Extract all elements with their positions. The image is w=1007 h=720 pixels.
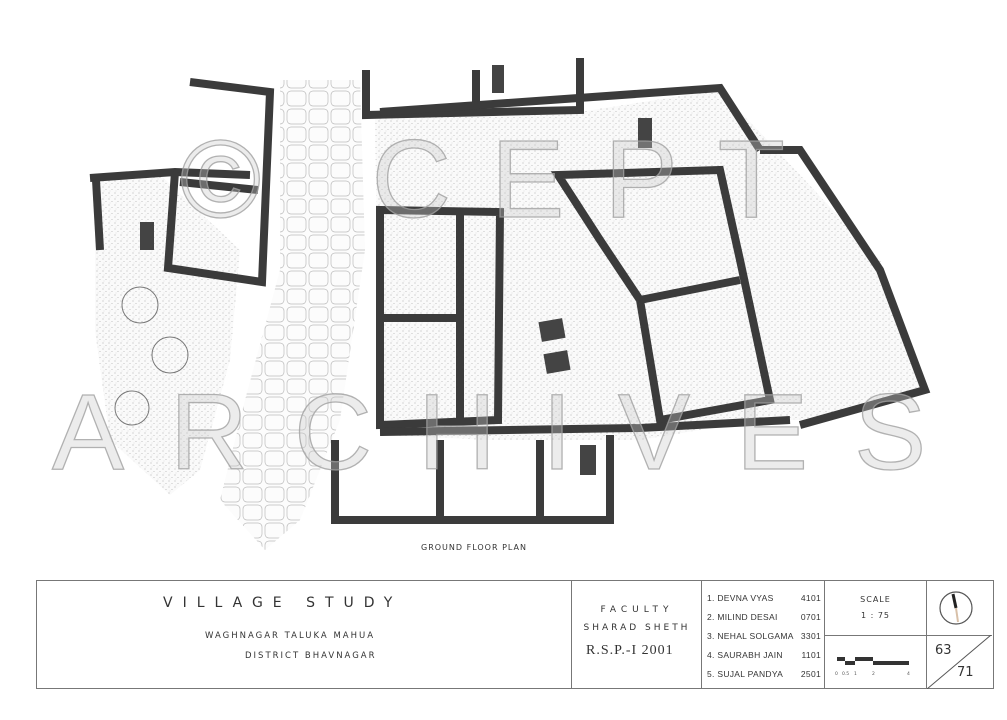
central-courtyard	[375, 90, 925, 440]
student-name: 5. SUJAL PANDYA	[707, 669, 784, 679]
student-row: 3. NEHAL SOLGAMA 3301	[707, 631, 821, 641]
sheet-total: 71	[957, 665, 974, 680]
scale-value: 1 : 75	[860, 611, 891, 620]
courtyard-ground	[95, 175, 240, 495]
trees	[114, 286, 189, 426]
student-id: 4101	[800, 593, 821, 603]
scale-tick: 2	[872, 671, 875, 677]
faculty-cell: FACULTY SHARAD SHETH R.S.P.-I 2001	[571, 581, 701, 688]
project-title: VILLAGE STUDY	[163, 595, 403, 611]
watermark-line1: © CEPT	[179, 118, 825, 241]
sheet-cell: 63 71	[926, 581, 992, 689]
scale-tick: 1	[854, 671, 857, 677]
faculty-label: FACULTY	[600, 605, 674, 615]
student-row: 2. MILIND DESAI 0701	[707, 612, 821, 622]
scale-bar: 0 0.5 1 2 4	[835, 657, 910, 677]
student-name: 4. SAURABH JAIN	[707, 650, 783, 660]
scale-tick: 0	[835, 671, 838, 677]
student-row: 1. DEVNA VYAS 4101	[707, 593, 821, 603]
course-label: R.S.P.-I 2001	[586, 643, 674, 658]
student-row: 4. SAURABH JAIN 1101	[707, 650, 821, 660]
student-name: 1. DEVNA VYAS	[707, 593, 774, 603]
paved-street	[220, 80, 365, 550]
walls	[89, 58, 931, 524]
location-line-2: DISTRICT BHAVNAGAR	[245, 651, 377, 661]
title-block: VILLAGE STUDY WAGHNAGAR TALUKA MAHUA DIS…	[36, 580, 994, 689]
scale-cell: SCALE 1 : 75 0 0.5 1 2 4	[824, 581, 926, 688]
sheet-number: 63	[935, 643, 952, 658]
student-id: 0701	[800, 612, 821, 622]
student-row: 5. SUJAL PANDYA 2501	[707, 669, 821, 679]
north-arrow-icon	[939, 591, 973, 625]
student-name: 3. NEHAL SOLGAMA	[707, 631, 794, 641]
drawing-caption: GROUND FLOOR PLAN	[421, 543, 527, 552]
scale-label: SCALE	[860, 595, 891, 604]
student-id: 3301	[800, 631, 821, 641]
furniture	[140, 65, 652, 475]
scale-tick: 4	[907, 671, 910, 677]
watermark-line2: ARCHIVES	[51, 371, 973, 492]
student-name: 2. MILIND DESAI	[707, 612, 778, 622]
student-id: 2501	[800, 669, 821, 679]
students-cell: 1. DEVNA VYAS 4101 2. MILIND DESAI 0701 3.…	[701, 581, 824, 688]
scale-tick: 0.5	[842, 671, 849, 677]
ground-floor-plan-drawing	[89, 58, 931, 550]
location-line-1: WAGHNAGAR TALUKA MAHUA	[205, 631, 376, 641]
student-id: 1101	[801, 650, 821, 660]
faculty-name: SHARAD SHETH	[583, 623, 691, 633]
